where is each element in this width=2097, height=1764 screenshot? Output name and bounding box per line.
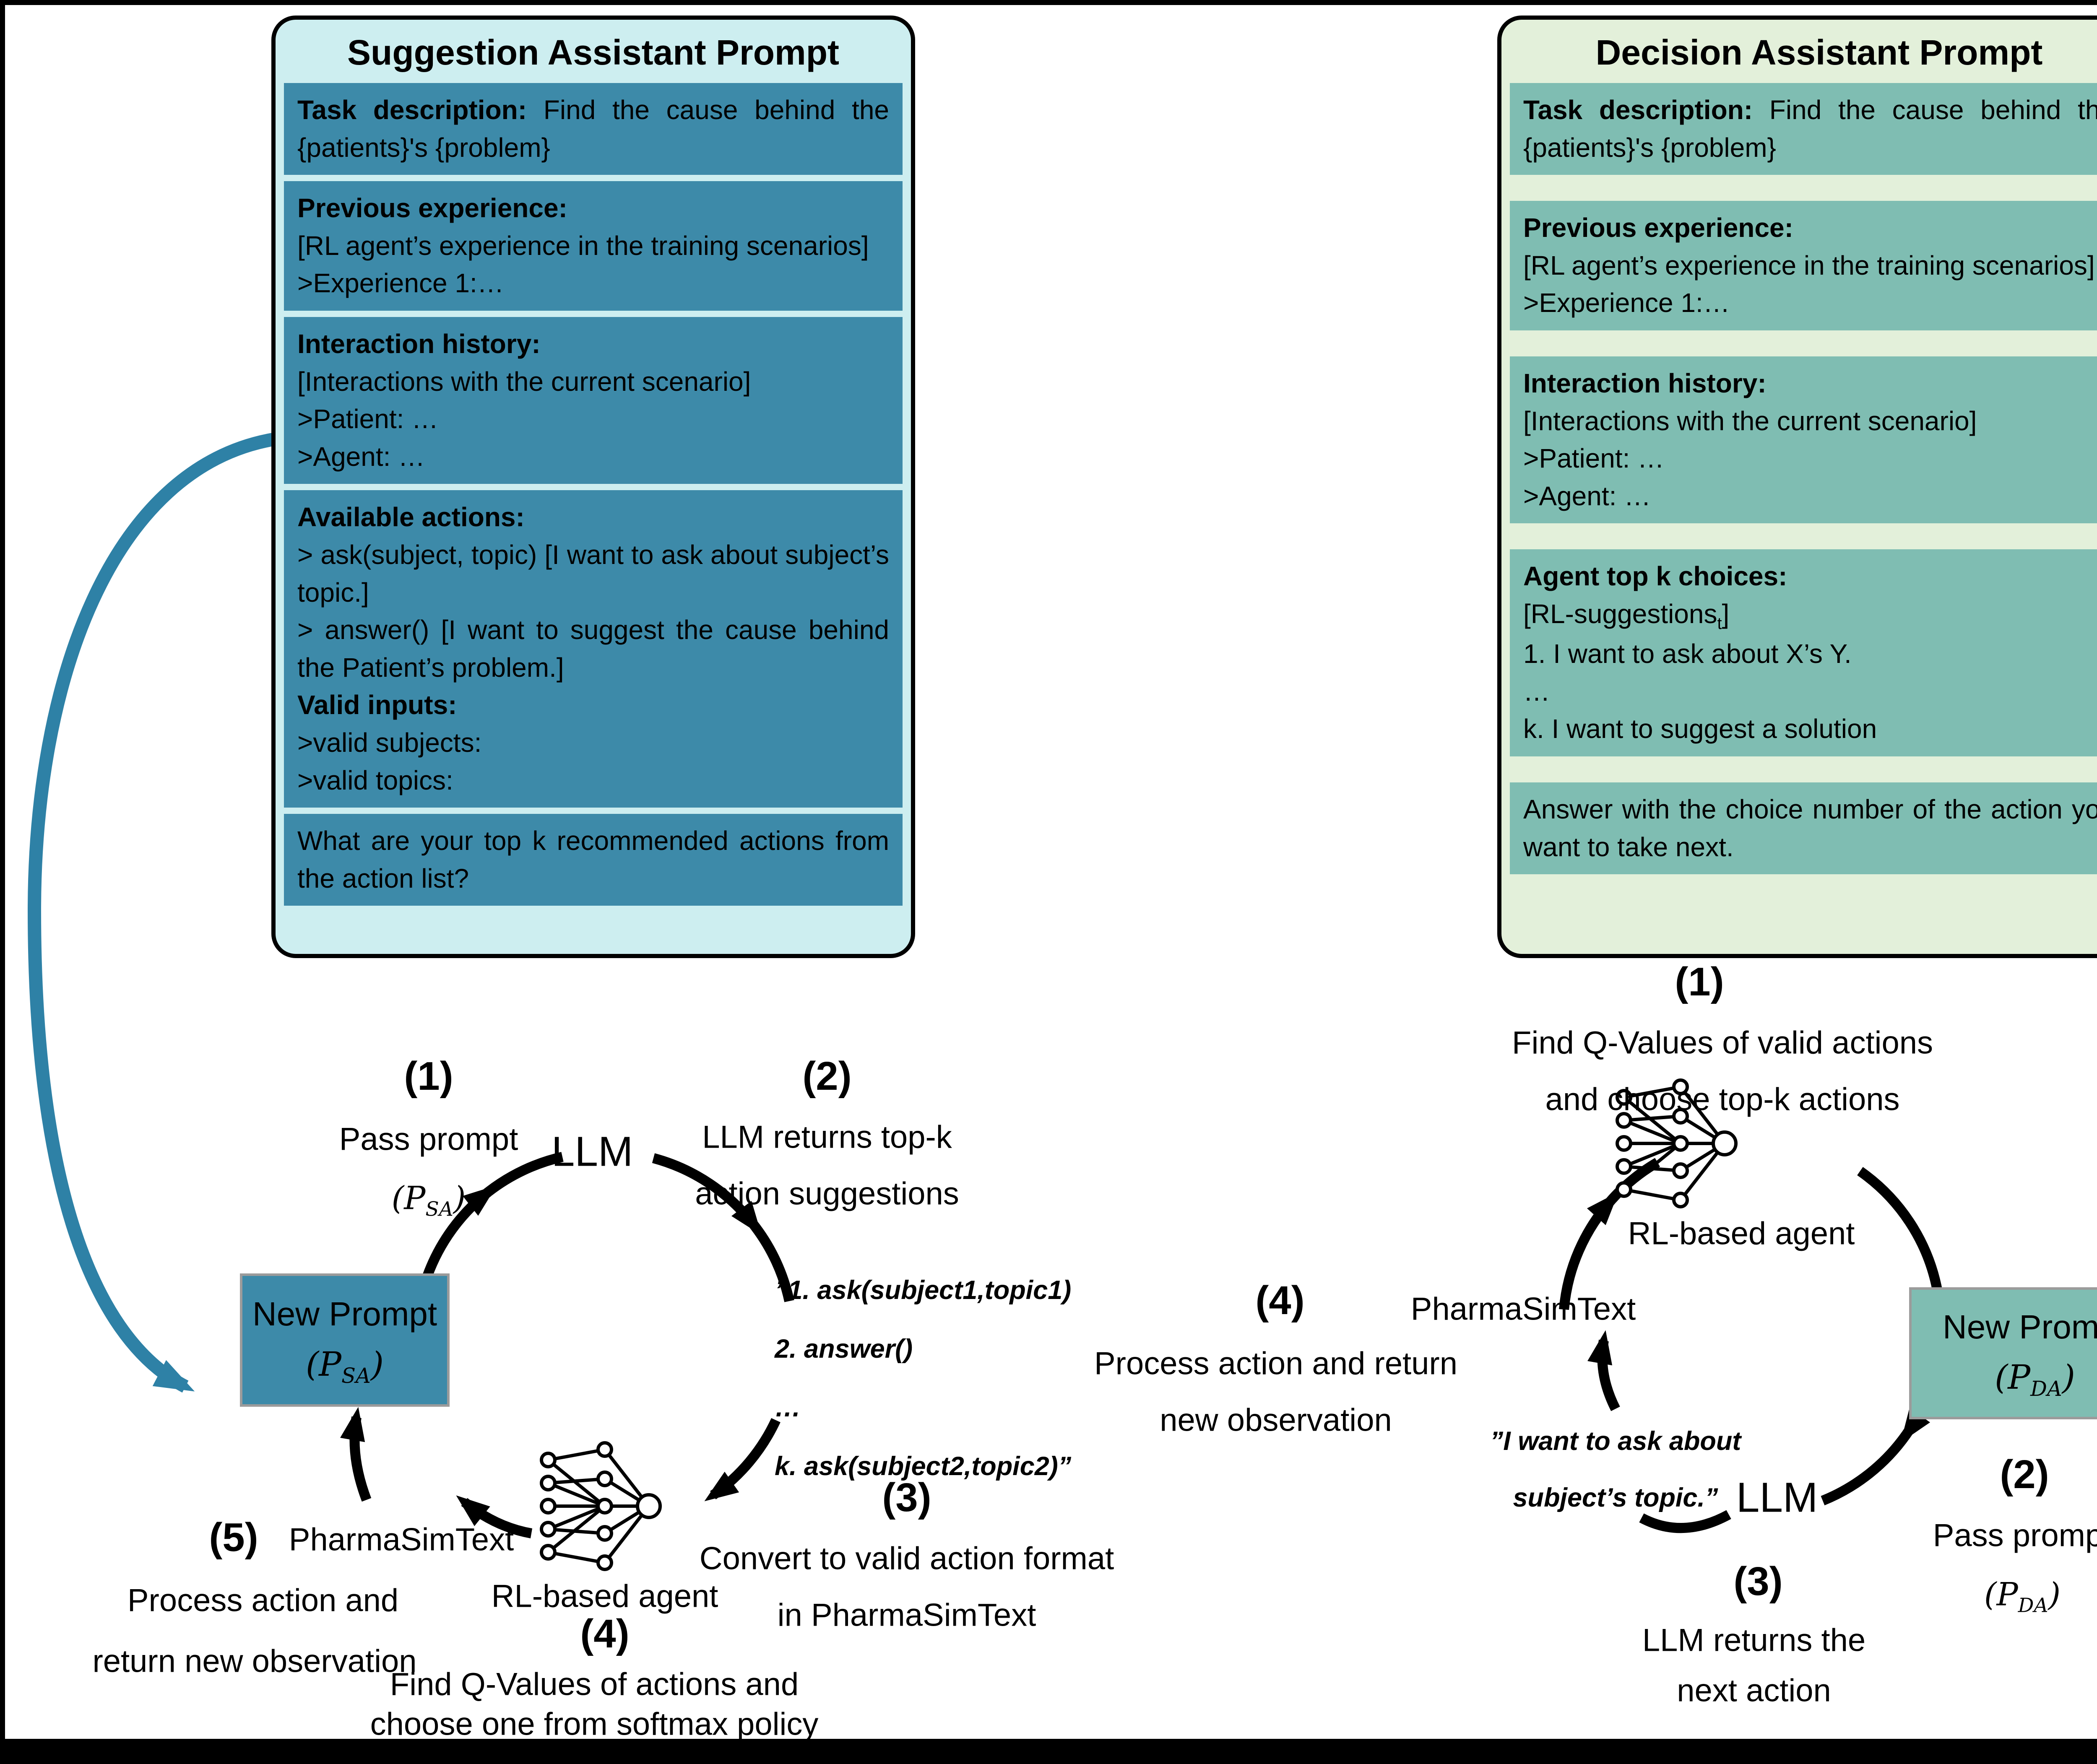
previous-experience-box: Previous experience: [RL agent’s experie… <box>284 181 903 311</box>
left-step1-number: (1) <box>404 1054 453 1099</box>
left-step4-number: (4) <box>580 1611 630 1656</box>
left-panel-to-prompt-arrow <box>27 432 277 1393</box>
left-step2-number: (2) <box>802 1054 852 1099</box>
right-step2-label: Pass prompt <box>1933 1517 2097 1554</box>
previous-experience-box: Previous experience: [RL agent’s experie… <box>1510 201 2097 330</box>
panel-title: Suggestion Assistant Prompt <box>347 33 839 72</box>
right-step4-label-line1: Process action and return <box>1094 1346 1458 1382</box>
right-step3-number: (3) <box>1733 1559 1783 1604</box>
right-step2-number: (2) <box>2000 1452 2049 1497</box>
right-step1-label-line2: and choose top-k actions <box>1545 1081 1900 1117</box>
right-step2-prompt-symbol: (PDA) <box>1984 1575 2061 1617</box>
diagram-arrows-layer <box>27 432 1946 1764</box>
left-pharmasimtext-label: PharmaSimText <box>289 1522 514 1558</box>
prompt-sa-symbol: (PSA) <box>305 1344 384 1388</box>
bottom-black-bar <box>5 1739 2097 1759</box>
left-step1-label: Pass prompt <box>339 1121 518 1157</box>
panel-title: Decision Assistant Prompt <box>1595 33 2043 72</box>
right-rl-agent-label: RL-based agent <box>1628 1216 1855 1252</box>
left-step5-label-line2: return new observation <box>92 1643 417 1679</box>
left-cycle-arcs <box>340 1152 794 1538</box>
interaction-history-box: Interaction history: [Interactions with … <box>1510 356 2097 524</box>
interaction-history-box: Interaction history: [Interactions with … <box>284 317 903 484</box>
available-actions-box: Available actions: > ask(subject, topic)… <box>284 490 903 808</box>
new-prompt-sa-box: New Prompt (PSA) <box>240 1273 450 1407</box>
left-step4-label-line2: choose one from softmax policy <box>370 1706 819 1742</box>
left-llm-output-quote: ”1. ask(subject1,topic1) 2. answer() … k… <box>775 1276 1072 1481</box>
left-step5-number: (5) <box>209 1515 258 1560</box>
right-step1-label-line1: Find Q-Values of valid actions <box>1512 1025 1933 1061</box>
left-step5-label-line1: Process action and <box>127 1582 399 1619</box>
left-step3-label-line1: Convert to valid action format <box>699 1541 1114 1577</box>
left-step4-label-line1: Find Q-Values of actions and <box>390 1666 799 1702</box>
neural-network-icon <box>541 1443 660 1569</box>
left-step1-prompt-symbol: (PSA) <box>391 1179 466 1221</box>
right-pharmasimtext-label: PharmaSimText <box>1410 1291 1636 1327</box>
right-step3-label-line1: LLM returns the <box>1642 1622 1866 1658</box>
decision-assistant-panel: Decision Assistant Prompt Task descripti… <box>1497 16 2097 958</box>
rl-suggestions-line: [RL-suggestionst] <box>1523 598 1730 633</box>
final-question-box: What are your top k recommended actions … <box>284 814 903 906</box>
right-step4-label-line2: new observation <box>1160 1402 1392 1438</box>
answer-instruction-box: Answer with the choice number of the act… <box>1510 782 2097 875</box>
right-step4-number: (4) <box>1255 1278 1305 1323</box>
right-llm-label: LLM <box>1736 1474 1818 1521</box>
left-step2-label-line2: action suggestions <box>695 1176 959 1212</box>
right-step3-label-line2: next action <box>1677 1673 1831 1709</box>
left-step3-number: (3) <box>882 1475 931 1520</box>
right-action-quote-line2: subject’s topic.” <box>1513 1483 1718 1512</box>
task-description-box: Task description: Find the cause behind … <box>1510 83 2097 175</box>
right-step1-number: (1) <box>1675 959 1724 1004</box>
suggestion-assistant-panel: Suggestion Assistant Prompt Task descrip… <box>271 16 915 958</box>
left-step2-label-line1: LLM returns top-k <box>702 1119 952 1155</box>
prompt-da-symbol: (PDA) <box>1995 1358 2075 1401</box>
right-action-quote-line1: ”I want to ask about <box>1490 1426 1741 1456</box>
left-rl-agent-label: RL-based agent <box>491 1578 718 1614</box>
left-step3-label-line2: in PharmaSimText <box>777 1597 1036 1633</box>
agent-top-k-choices-box: Agent top k choices: [RL-suggestionst] 1… <box>1510 549 2097 757</box>
new-prompt-da-box: New Prompt (PDA) <box>1909 1287 2097 1419</box>
task-description-box: Task description: Find the cause behind … <box>284 83 903 175</box>
left-llm-label: LLM <box>551 1128 633 1175</box>
